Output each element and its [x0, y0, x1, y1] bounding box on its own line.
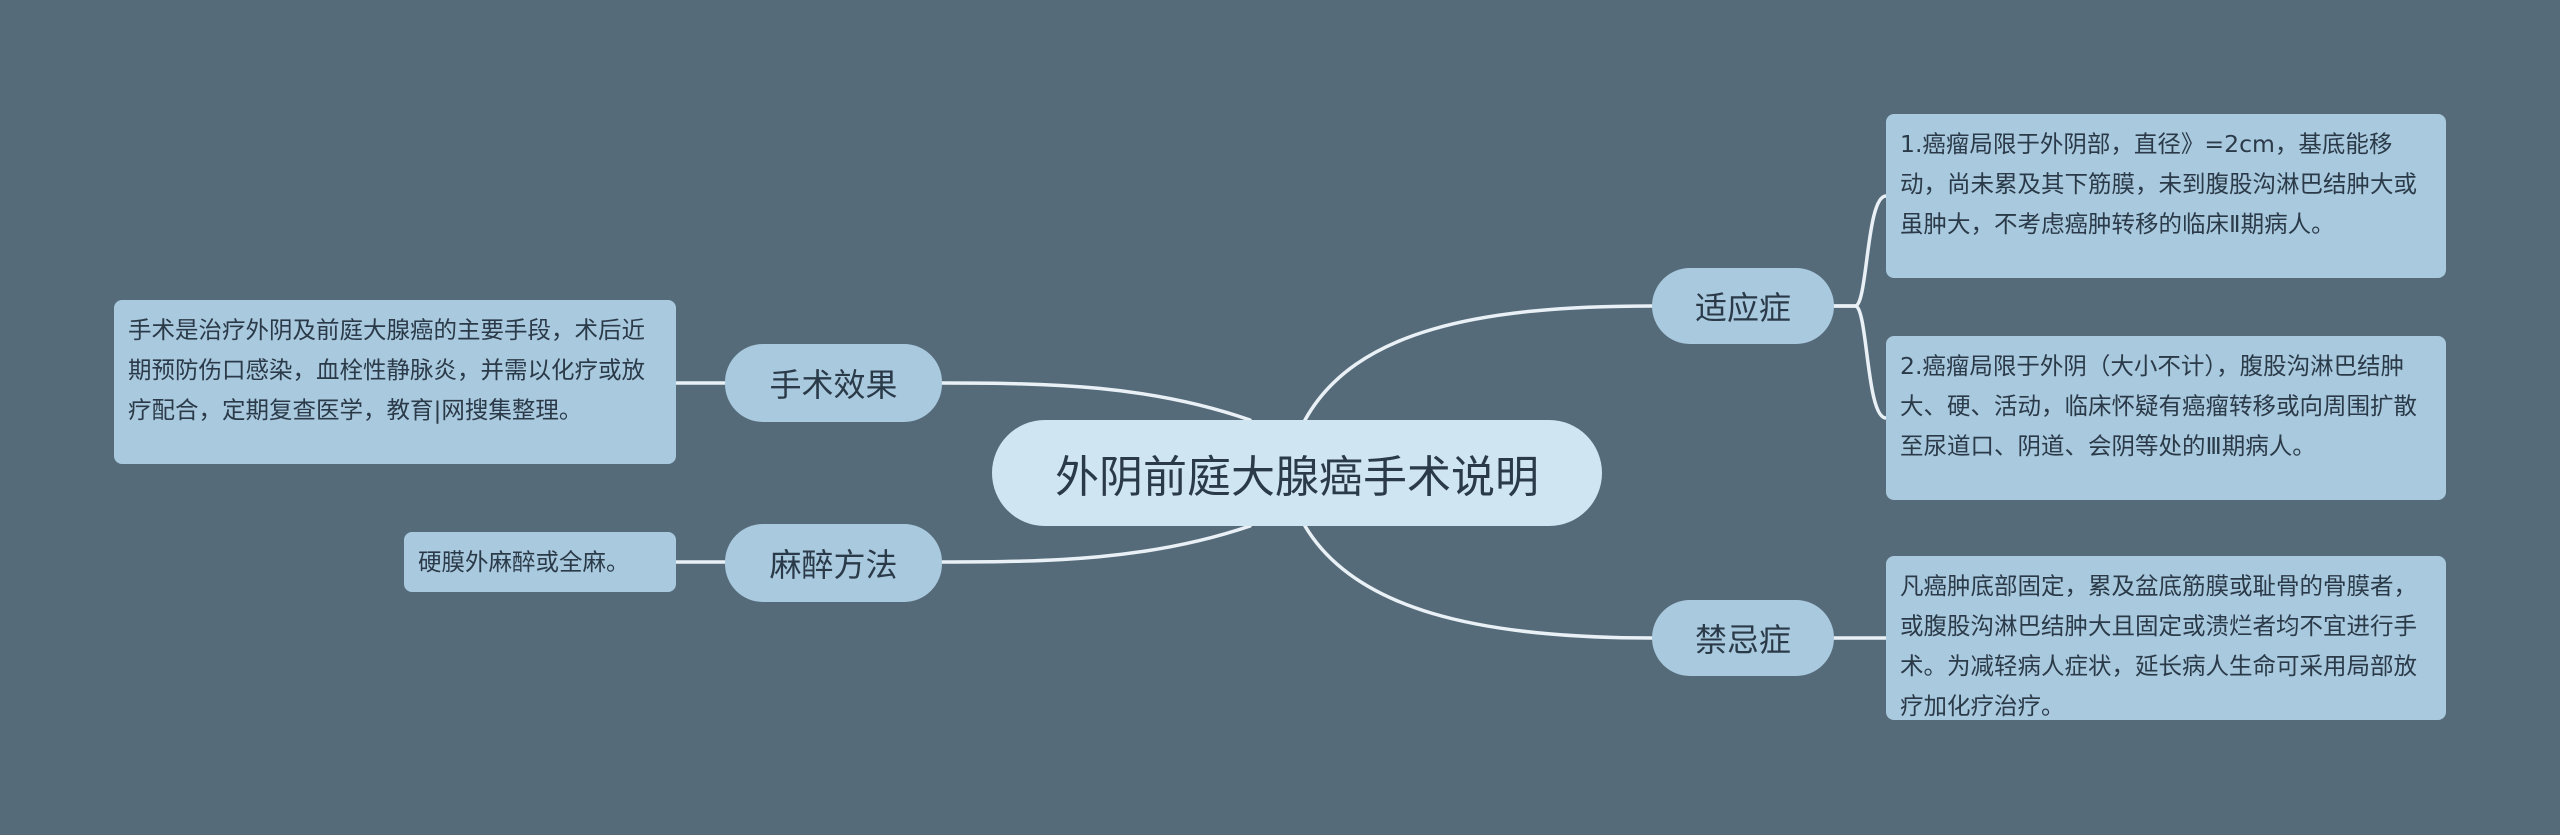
leaf-contraindication-1[interactable]: 凡癌肿底部固定，累及盆底筋膜或耻骨的骨膜者，或腹股沟淋巴结肿大且固定或溃烂者均不…	[1886, 556, 2446, 720]
central-topic[interactable]: 外阴前庭大腺癌手术说明	[992, 420, 1602, 526]
leaf-indication-2[interactable]: 2.癌瘤局限于外阴（大小不计），腹股沟淋巴结肿大、硬、活动，临床怀疑有癌瘤转移或…	[1886, 336, 2446, 500]
branch-contraindications[interactable]: 禁忌症	[1652, 600, 1834, 676]
branch-effect[interactable]: 手术效果	[725, 344, 942, 422]
branch-contraindications-label: 禁忌症	[1694, 621, 1791, 659]
connector-central-effect	[940, 381, 1252, 422]
connector-indications-leaf-1	[1832, 194, 1888, 308]
connector-central-anesthesia	[940, 524, 1252, 564]
connector-central-indications	[1303, 304, 1654, 422]
branch-indications-label: 适应症	[1694, 289, 1791, 327]
leaf-anesthesia-1[interactable]: 硬膜外麻醉或全麻。	[404, 532, 676, 592]
branch-anesthesia-label: 麻醉方法	[769, 546, 898, 584]
leaf-indication-1[interactable]: 1.癌瘤局限于外阴部，直径》=2cm，基底能移动，尚未累及其下筋膜，未到腹股沟淋…	[1886, 114, 2446, 278]
branch-effect-label: 手术效果	[769, 366, 898, 404]
branch-anesthesia[interactable]: 麻醉方法	[725, 524, 942, 602]
central-topic-label: 外阴前庭大腺癌手术说明	[1055, 452, 1539, 503]
connector-central-contraindications	[1303, 524, 1654, 640]
leaf-effect-1[interactable]: 手术是治疗外阴及前庭大腺癌的主要手段，术后近期预防伤口感染，血栓性静脉炎，并需以…	[114, 300, 676, 464]
branch-indications[interactable]: 适应症	[1652, 268, 1834, 344]
connector-indications-leaf-2	[1832, 304, 1888, 420]
